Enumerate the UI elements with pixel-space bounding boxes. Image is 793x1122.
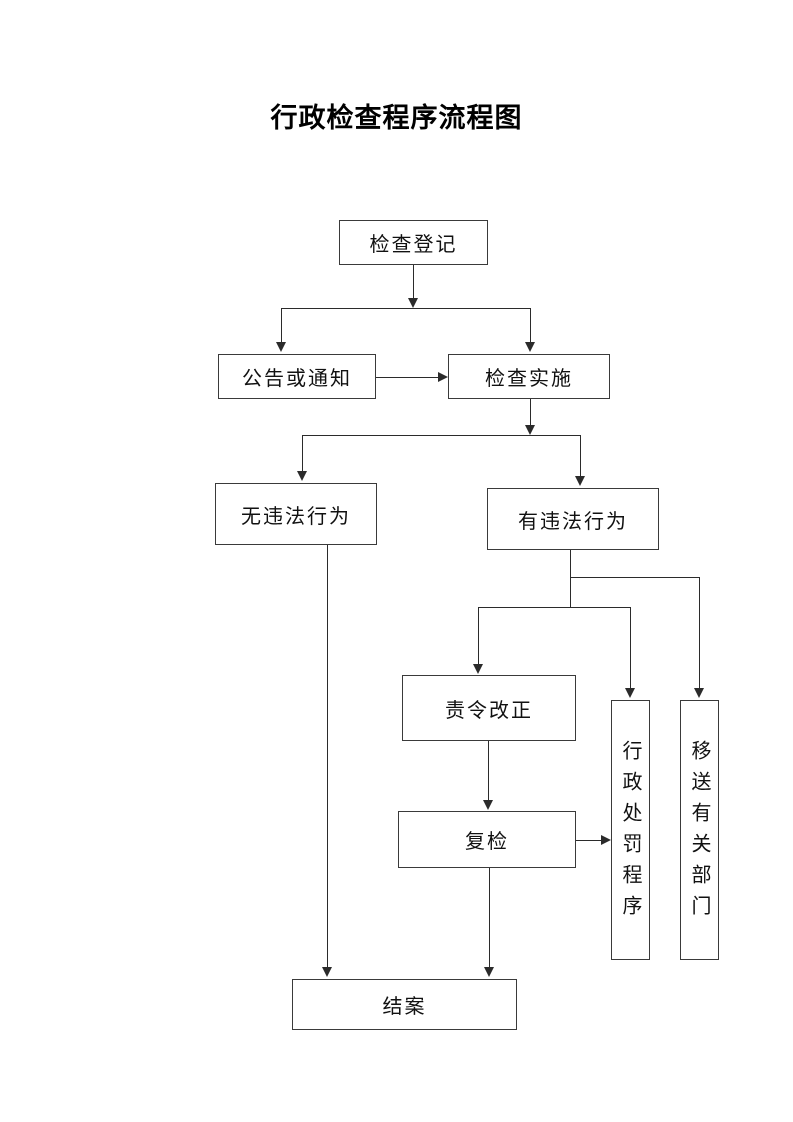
arrowhead-to-order-correct [473,664,483,674]
arrowhead-announcement-to-implementation [438,372,448,382]
arrowhead-re-inspection-to-case-closed [484,967,494,977]
arrowhead-to-transfer [694,688,704,698]
edge-has-illegal-lower-bar [478,607,631,608]
edge-has-illegal-to-transfer-down [699,577,700,688]
edge-registration-split-bar [281,308,530,309]
edge-has-illegal-to-transfer-bar [570,577,699,578]
arrowhead-to-implementation [525,342,535,352]
arrowhead-implementation-center [525,425,535,435]
arrowhead-no-illegal-to-case-closed [322,967,332,977]
edge-re-inspection-to-penalty [576,840,603,841]
arrowhead-to-no-illegal [297,471,307,481]
edge-implementation-split-bar [302,435,580,436]
node-announcement-or-notice[interactable]: 公告或通知 [218,354,376,399]
arrowhead-registration-center [408,298,418,308]
arrowhead-to-penalty [625,688,635,698]
node-inspection-registration[interactable]: 检查登记 [339,220,488,265]
node-inspection-implementation[interactable]: 检查实施 [448,354,610,399]
edge-no-illegal-to-case-closed [327,545,328,968]
edge-announcement-to-implementation [376,377,438,378]
edge-registration-down [413,265,414,299]
edge-registration-to-announcement [281,308,282,342]
arrowhead-to-announcement [276,342,286,352]
arrowhead-re-inspection-to-penalty [601,835,611,845]
edge-has-illegal-to-penalty [630,607,631,688]
arrowhead-to-has-illegal [575,476,585,486]
arrowhead-order-correct-to-re-inspection [483,800,493,810]
edge-order-correct-to-re-inspection [488,741,489,801]
edge-registration-to-implementation [530,308,531,342]
page-title: 行政检查程序流程图 [270,103,523,133]
node-transfer-to-department[interactable]: 移送有关部门 [680,700,719,960]
node-administrative-penalty-procedure[interactable]: 行政处罚程序 [611,700,650,960]
node-has-illegal-act[interactable]: 有违法行为 [487,488,659,550]
node-no-illegal-act[interactable]: 无违法行为 [215,483,377,545]
edge-implementation-to-has-illegal [580,435,581,477]
node-case-closed[interactable]: 结案 [292,979,517,1030]
edge-implementation-down [530,399,531,426]
edge-has-illegal-to-order-correct [478,607,479,665]
node-order-to-correct[interactable]: 责令改正 [402,675,576,741]
edge-re-inspection-to-case-closed [489,868,490,968]
edge-implementation-to-no-illegal [302,435,303,472]
edge-has-illegal-down [570,550,571,607]
node-re-inspection[interactable]: 复检 [398,811,576,868]
